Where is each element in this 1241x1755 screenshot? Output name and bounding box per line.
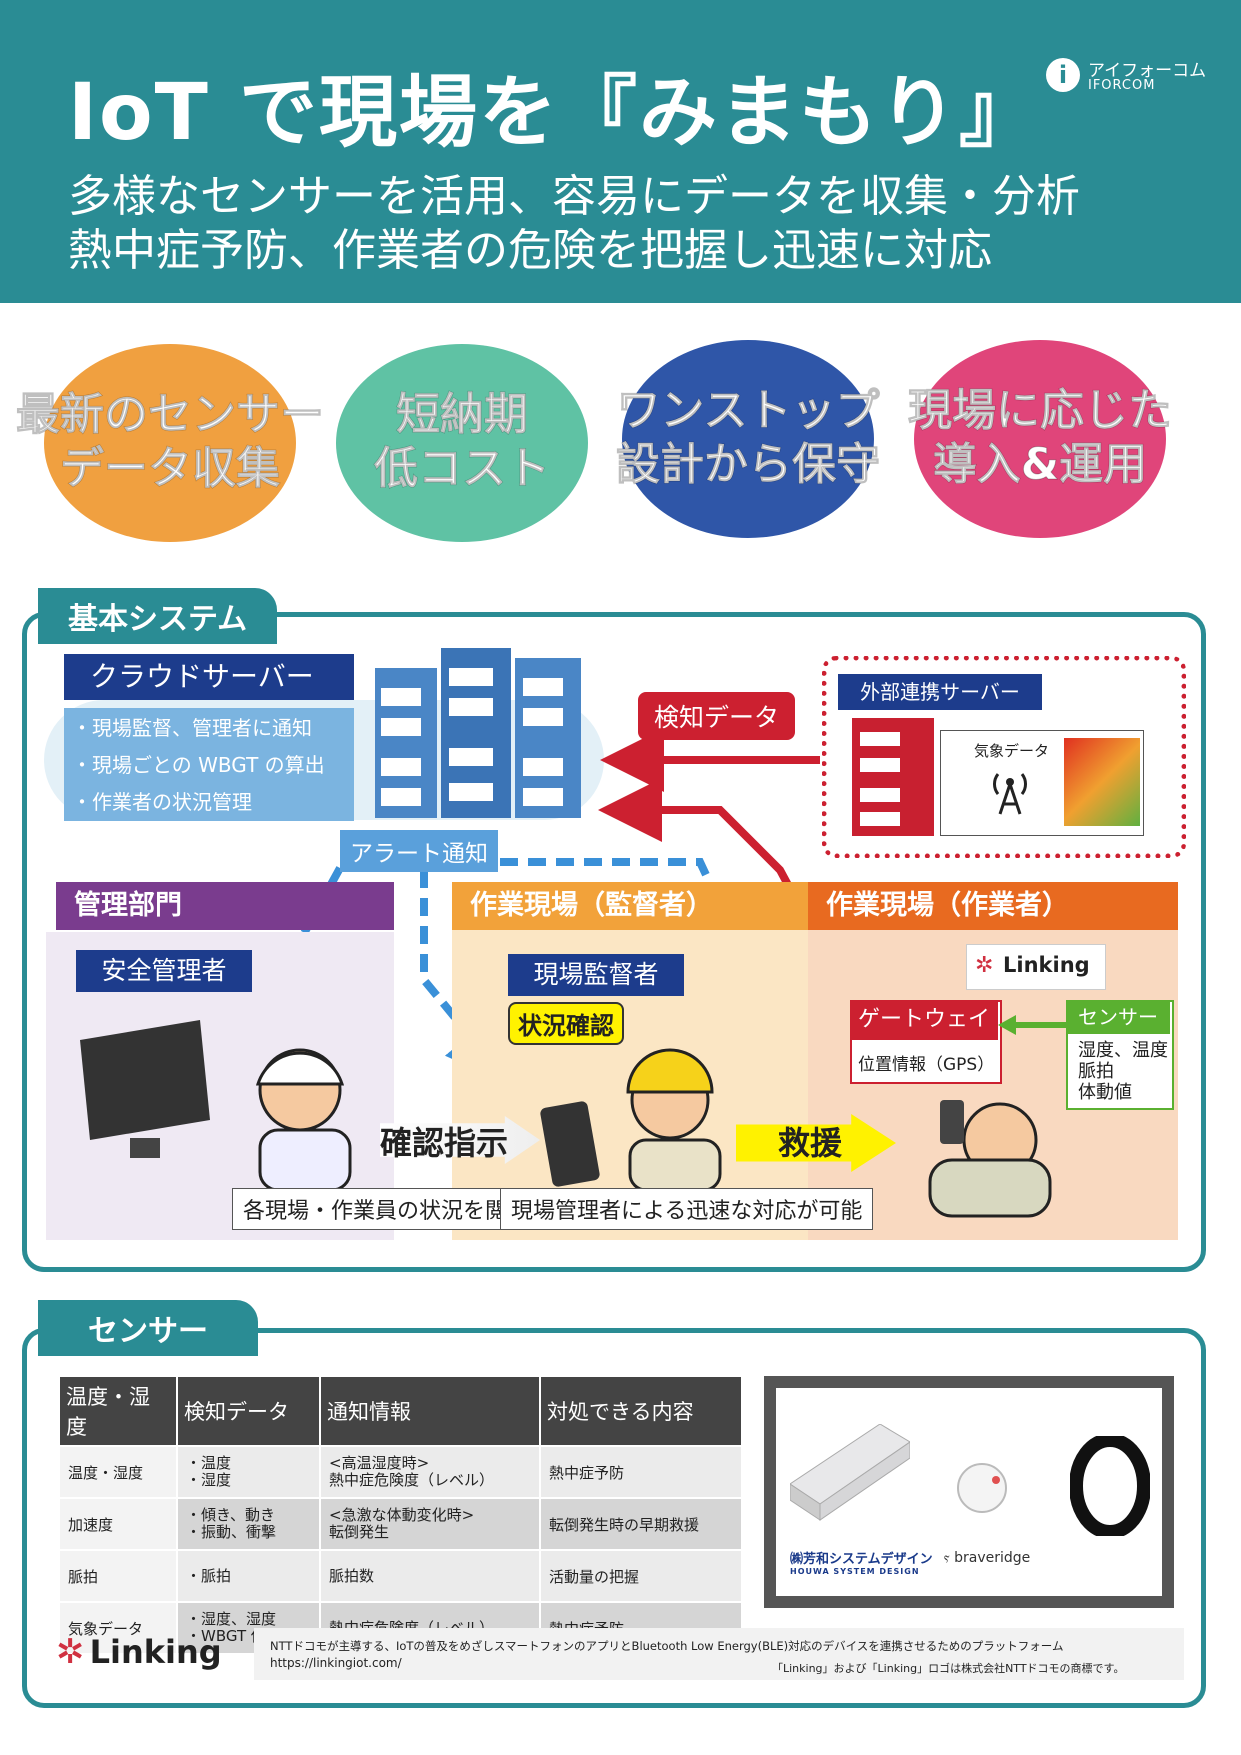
table-row: 脈拍 ・脈拍 脈拍数 活動量の把握 bbox=[60, 1549, 743, 1602]
braveridge-icon: ⲋ bbox=[944, 1550, 950, 1566]
page-title: IoT で現場を『みまもり』 bbox=[68, 68, 1039, 158]
site-supervisor-label: 現場監督者 bbox=[508, 954, 684, 996]
subtitle-line2: 熱中症予防、作業者の危険を把握し迅速に対応 bbox=[68, 225, 992, 276]
table-cell: <急激な体動変化時> 転倒発生 bbox=[320, 1497, 542, 1550]
caption-right: 現場管理者による迅速な対応が可能 bbox=[500, 1188, 874, 1230]
table-cell: ・温度 ・湿度 bbox=[177, 1445, 322, 1498]
detect-data-label: 検知データ bbox=[638, 692, 796, 740]
feature-text: 最新のセンサー データ収集 bbox=[16, 389, 325, 495]
server-rack-icon bbox=[375, 648, 581, 818]
brand-houwa-text: ㈱芳和システムデザイン bbox=[790, 1552, 933, 1567]
feature-text: 現場に応じた 導入&運用 bbox=[908, 385, 1173, 491]
feature-site-operation: 現場に応じた 導入&運用 bbox=[908, 340, 1173, 538]
feature-one-stop: ワンストップ 設計から保守 bbox=[616, 340, 881, 538]
linking-badge-text: Linking bbox=[1003, 953, 1090, 977]
table-header-cell: 温度・湿度 bbox=[60, 1377, 178, 1446]
confirm-arrow-shape bbox=[380, 1116, 540, 1164]
confirm-instruction-label: 確認指示 bbox=[380, 1124, 509, 1162]
footer-info-box bbox=[254, 1628, 1184, 1680]
footer-description: NTTドコモが主導する、IoTの普及をめざしスマートフォンのアプリとBlueto… bbox=[270, 1639, 1064, 1653]
table-cell: ・傾き、動き ・振動、衝撃 bbox=[177, 1497, 322, 1550]
footer-linking-logo: ✲ Linking bbox=[56, 1632, 222, 1672]
table-cell: 活動量の把握 bbox=[540, 1549, 743, 1602]
table-cell: 気象データ bbox=[60, 1601, 178, 1653]
sensor-frame bbox=[22, 1328, 1206, 1708]
system-section-title: 基本システム bbox=[38, 588, 278, 644]
table-cell: 温度・湿度 bbox=[60, 1445, 178, 1498]
brand-houwa-en: HOUWA SYSTEM DESIGN bbox=[790, 1567, 920, 1576]
brand-braveridge: ⲋ braveridge bbox=[944, 1550, 1030, 1566]
tablet-icon bbox=[540, 1101, 600, 1187]
table-row: 温度・湿度 ・温度 ・湿度 <高温湿度時> 熱中症危険度（レベル） 熱中症予防 bbox=[60, 1445, 743, 1498]
cloud-item: ・作業者の状況管理 bbox=[72, 790, 252, 814]
sensor-box-items: 湿度、温度 脈拍 体動値 bbox=[1078, 1040, 1168, 1103]
feature-text: ワンストップ 設計から保守 bbox=[616, 385, 881, 491]
sensor-table: 温度・湿度 検知データ 通知情報 対処できる内容 温度・湿度 ・温度 ・湿度 <… bbox=[60, 1377, 743, 1653]
linking-logo-icon: ✲ bbox=[56, 1632, 85, 1672]
footer-url[interactable]: https://linkingiot.com/ bbox=[270, 1656, 402, 1670]
monitor-illustration bbox=[80, 1020, 210, 1158]
external-server-icon bbox=[852, 718, 934, 836]
caption-left: 各現場・作業員の状況を閲覧 bbox=[232, 1188, 541, 1230]
logo-kana: アイフォーコム bbox=[1088, 61, 1207, 81]
worker-column-title: 作業現場（作業者） bbox=[808, 882, 1178, 930]
brand-braveridge-text: braveridge bbox=[954, 1550, 1031, 1566]
feature-short-delivery: 短納期 低コスト bbox=[336, 344, 588, 542]
subtitle-line1: 多様なセンサーを活用、容易にデータを収集・分析 bbox=[68, 171, 1080, 222]
table-cell: <高温湿度時> 熱中症危険度（レベル） bbox=[320, 1445, 542, 1498]
footer-trademark: 「Linking」および「Linking」ロゴは株式会社NTTドコモの商標です。 bbox=[772, 1662, 1125, 1675]
alert-notify-label: アラート通知 bbox=[340, 830, 498, 872]
worker-figure bbox=[928, 1100, 1052, 1218]
table-row: 加速度 ・傾き、動き ・振動、衝撃 <急激な体動変化時> 転倒発生 転倒発生時の… bbox=[60, 1497, 743, 1550]
logo-en: IFORCOM bbox=[1088, 78, 1156, 93]
header-banner bbox=[0, 0, 1241, 303]
rescue-label: 救援 bbox=[778, 1124, 843, 1162]
cloud-items: ・現場監督、管理者に通知 ・現場ごとの WBGT の算出 ・作業者の状況管理 bbox=[64, 708, 354, 821]
cloud-server-title: クラウドサーバー bbox=[64, 654, 354, 700]
status-check-label: 状況確認 bbox=[508, 1002, 624, 1045]
linking-badge: ✲ Linking bbox=[966, 944, 1106, 990]
brand-houwa: ㈱芳和システムデザイン HOUWA SYSTEM DESIGN bbox=[790, 1548, 933, 1576]
table-header-row: 温度・湿度 検知データ 通知情報 対処できる内容 bbox=[60, 1377, 743, 1446]
sensor-section-title: センサー bbox=[38, 1300, 258, 1356]
beacon-device-image bbox=[957, 1463, 1007, 1513]
table-cell: 熱中症予防 bbox=[540, 1445, 743, 1498]
table-cell: 脈拍 bbox=[60, 1549, 178, 1602]
weather-data-label: 気象データ bbox=[974, 742, 1050, 760]
wristband-device-image bbox=[1070, 1436, 1150, 1536]
site-supervisor-figure bbox=[626, 1048, 722, 1190]
system-frame bbox=[22, 612, 1206, 1272]
gateway-label: ゲートウェイ bbox=[850, 1000, 998, 1040]
table-header-cell: 通知情報 bbox=[320, 1377, 542, 1446]
company-logo: i アイフォーコム IFORCOM bbox=[1046, 56, 1206, 100]
external-server-title: 外部連携サーバー bbox=[838, 674, 1042, 710]
cloud-item: ・現場ごとの WBGT の算出 bbox=[72, 753, 325, 777]
table-cell: 脈拍数 bbox=[320, 1549, 542, 1602]
table-header-cell: 対処できる内容 bbox=[540, 1377, 743, 1446]
linking-logo-text: Linking bbox=[89, 1633, 222, 1671]
weather-heatmap-image bbox=[1064, 738, 1140, 826]
safety-manager-label: 安全管理者 bbox=[76, 950, 252, 992]
external-server-frame bbox=[822, 656, 1186, 858]
feature-text: 短納期 低コスト bbox=[374, 389, 551, 495]
gateway-device-image bbox=[790, 1424, 910, 1521]
table-cell: 加速度 bbox=[60, 1497, 178, 1550]
logo-mark-icon: i bbox=[1046, 58, 1080, 92]
sensor-box-title: センサー bbox=[1066, 1000, 1170, 1034]
supervisor-column-title: 作業現場（監督者） bbox=[452, 882, 808, 930]
table-cell: ・脈拍 bbox=[177, 1549, 322, 1602]
cloud-item: ・現場監督、管理者に通知 bbox=[72, 716, 312, 740]
safety-manager-figure bbox=[255, 1048, 352, 1190]
antenna-icon bbox=[993, 773, 1027, 815]
admin-column-title: 管理部門 bbox=[56, 882, 394, 930]
linking-icon: ✲ bbox=[975, 953, 994, 978]
green-arrow-icon bbox=[998, 1015, 1066, 1035]
table-header-cell: 検知データ bbox=[177, 1377, 322, 1446]
table-cell: 転倒発生時の早期救援 bbox=[540, 1497, 743, 1550]
feature-latest-sensor: 最新のセンサー データ収集 bbox=[16, 344, 325, 542]
location-label: 位置情報（GPS） bbox=[858, 1055, 995, 1075]
